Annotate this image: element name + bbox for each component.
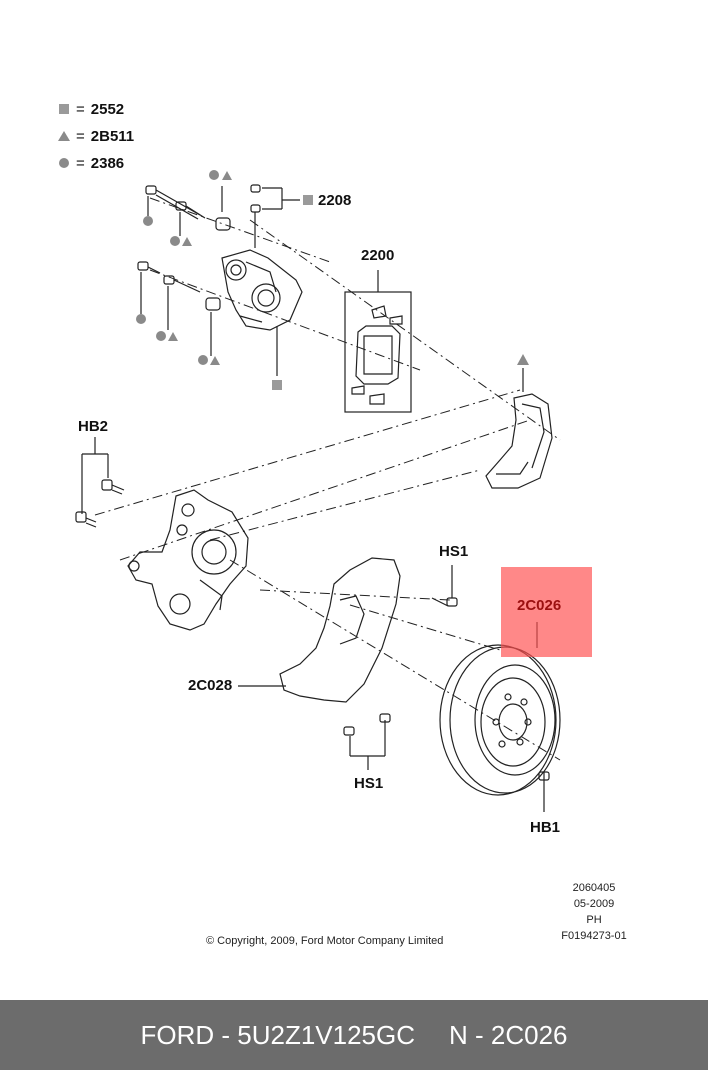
callout-2c026: 2C026 (517, 597, 562, 614)
bleed-screws (250, 184, 300, 248)
callout-hb1: HB1 (530, 819, 561, 836)
callout-2208: 2208 (318, 192, 352, 209)
legend-code: 2B511 (90, 128, 135, 145)
square-icon (58, 101, 70, 118)
footer-catalog-code: N - 2C026 (449, 1019, 568, 1050)
callout-hs1-bottom: HS1 (354, 775, 384, 792)
meta-line: 05-2009 (573, 898, 615, 910)
legend-row-2552: = 2552 (58, 101, 124, 118)
meta-line: F0194273-01 (561, 930, 627, 942)
caliper-bolts (137, 185, 231, 356)
callout-2200: 2200 (361, 247, 395, 264)
legend-equals: = (76, 128, 85, 145)
diagram-legend-symbols (136, 170, 529, 390)
legend-code: 2552 (90, 101, 125, 118)
callout-hs1-top: HS1 (439, 543, 469, 560)
legend-code: 2386 (90, 155, 125, 172)
footer-part-number: FORD - 5U2Z1V125GC (140, 1019, 416, 1050)
assembly-axis-lines (94, 197, 561, 761)
meta-line: 2060405 (572, 882, 616, 894)
hb2-bolts (75, 437, 125, 528)
callout-2c028: 2C028 (188, 677, 233, 694)
highlight-box (501, 567, 592, 657)
triangle-icon (58, 128, 70, 145)
exploded-brake-diagram (75, 170, 561, 812)
wheel-knuckle (127, 489, 249, 631)
callout-hb2: HB2 (78, 418, 109, 435)
legend-equals: = (76, 101, 85, 118)
circle-icon (58, 155, 70, 172)
dust-shield (238, 557, 458, 770)
legend-row-2b511: = 2B511 (58, 128, 134, 145)
caliper-anchor-bracket (485, 368, 553, 489)
part-number-footer: FORD - 5U2Z1V125GC N - 2C026 (0, 1000, 708, 1070)
meta-line: PH (586, 914, 602, 926)
legend-row-2386: = 2386 (58, 155, 124, 172)
copyright-text: © Copyright, 2009, Ford Motor Company Li… (206, 935, 444, 947)
brake-caliper (221, 249, 303, 376)
pad-kit (344, 270, 412, 413)
legend-equals: = (76, 155, 85, 172)
drawing-meta: 2060405 05-2009 PH F0194273-01 (552, 880, 636, 944)
